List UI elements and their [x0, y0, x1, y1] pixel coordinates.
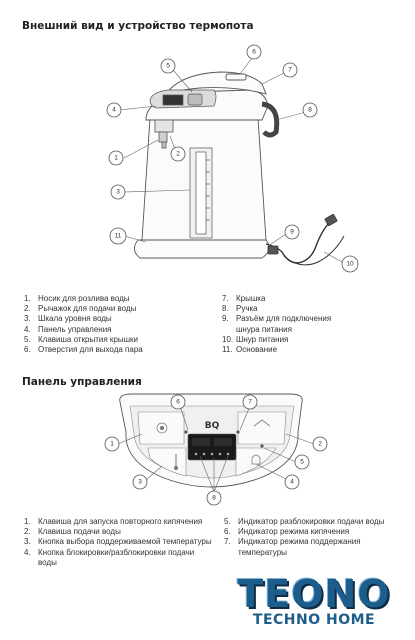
panel-list-left: 1.Клавиша для запуска повторного кипячен… [24, 517, 214, 568]
logo-wordmark: TEONO [237, 572, 391, 616]
svg-text:5: 5 [300, 459, 304, 466]
svg-text:7: 7 [248, 399, 252, 406]
panel-callout-2: 2 [312, 436, 328, 452]
callout-7: 7 [282, 62, 298, 78]
callout-4: 4 [106, 102, 122, 118]
panel-brand: BQ [205, 421, 220, 431]
panel-callout-7: 7 [242, 394, 258, 410]
list-item: 1.Носик для розлива воды [24, 294, 130, 303]
list-item: 5.Клавиша открытия крышки [24, 334, 138, 344]
parts-list-left: 1.Носик для розлива воды 2.Рычажок для п… [24, 294, 209, 355]
list-item: 1.Клавиша для запуска повторного кипячен… [24, 517, 203, 526]
unlock-indicator-icon [260, 444, 264, 448]
svg-text:4: 4 [290, 479, 294, 486]
callout-11: 11 [109, 227, 127, 245]
list-item: 4.Кнопка блокировки/разблокировки подачи… [24, 547, 195, 567]
list-item: 6.Индикатор режима кипячения [224, 527, 350, 537]
callout-2: 2 [170, 146, 186, 162]
list-item: 3.Шкала уровня воды [24, 314, 112, 324]
panel-callout-4: 4 [284, 474, 300, 490]
svg-text:3: 3 [138, 479, 142, 486]
callout-3: 3 [110, 184, 126, 200]
parts-list-right: 7.Крышка 8.Ручка 9.Разъём для подключени… [222, 294, 407, 355]
appearance-heading: Внешний вид и устройство термопота [22, 20, 254, 32]
control-panel-heading: Панель управления [22, 376, 142, 388]
svg-text:7: 7 [288, 67, 292, 74]
keepwarm-indicator-icon [236, 430, 240, 434]
panel-display [187, 433, 237, 461]
svg-text:5: 5 [166, 63, 170, 70]
list-item: 3.Кнопка выбора поддерживаемой температу… [24, 537, 212, 547]
list-item: 8.Ручка [222, 304, 258, 314]
svg-text:4: 4 [112, 107, 116, 114]
panel-callout-3: 3 [132, 474, 148, 490]
svg-text:6: 6 [176, 399, 180, 406]
teono-logo: TEONO TECHNO HOME [226, 574, 402, 630]
list-item: 2.Клавиша подачи воды [24, 527, 121, 537]
panel-callout-8: 8 [206, 490, 222, 506]
callout-10: 10 [341, 255, 359, 273]
panel-callout-6: 6 [170, 394, 186, 410]
panel-callout-5: 5 [294, 454, 310, 470]
callout-8: 8 [302, 102, 318, 118]
panel-list-right: 5.Индикатор разблокировки подачи воды 6.… [224, 517, 399, 558]
list-item: 5.Индикатор разблокировки подачи воды [224, 517, 385, 526]
svg-text:8: 8 [212, 495, 216, 502]
svg-text:1: 1 [114, 155, 118, 162]
list-item: 6.Отверстия для выхода пара [24, 345, 143, 355]
list-item: 4.Панель управления [24, 324, 112, 334]
svg-text:8: 8 [308, 107, 312, 114]
list-item: 7.Индикатор режима поддержания температу… [224, 537, 361, 557]
logo-tagline: TECHNO HOME [252, 612, 376, 628]
callout-1: 1 [108, 150, 124, 166]
callout-5: 5 [160, 58, 176, 74]
list-item: 9.Разъём для подключения шнура питания [222, 314, 332, 334]
svg-text:3: 3 [116, 189, 120, 196]
svg-text:2: 2 [176, 151, 180, 158]
panel-callout-1: 1 [104, 436, 120, 452]
list-item: 2.Рычажок для подачи воды [24, 304, 137, 314]
list-item: 10.Шнур питания [222, 334, 289, 344]
list-item: 11.Основание [222, 345, 278, 355]
svg-text:11: 11 [115, 233, 122, 240]
svg-text:9: 9 [290, 229, 294, 236]
svg-text:1: 1 [110, 441, 114, 448]
svg-text:10: 10 [346, 261, 354, 268]
list-item: 7.Крышка [222, 294, 266, 303]
svg-text:2: 2 [318, 441, 322, 448]
callout-6: 6 [246, 44, 262, 60]
svg-text:6: 6 [252, 49, 256, 56]
thermopot-diagram: 1 2 3 4 5 6 7 8 9 10 11 [106, 44, 359, 273]
callout-9: 9 [284, 224, 300, 240]
control-panel-diagram: BQ 1 2 3 4 5 6 7 8 [104, 393, 328, 506]
boil-indicator-icon [184, 430, 188, 434]
